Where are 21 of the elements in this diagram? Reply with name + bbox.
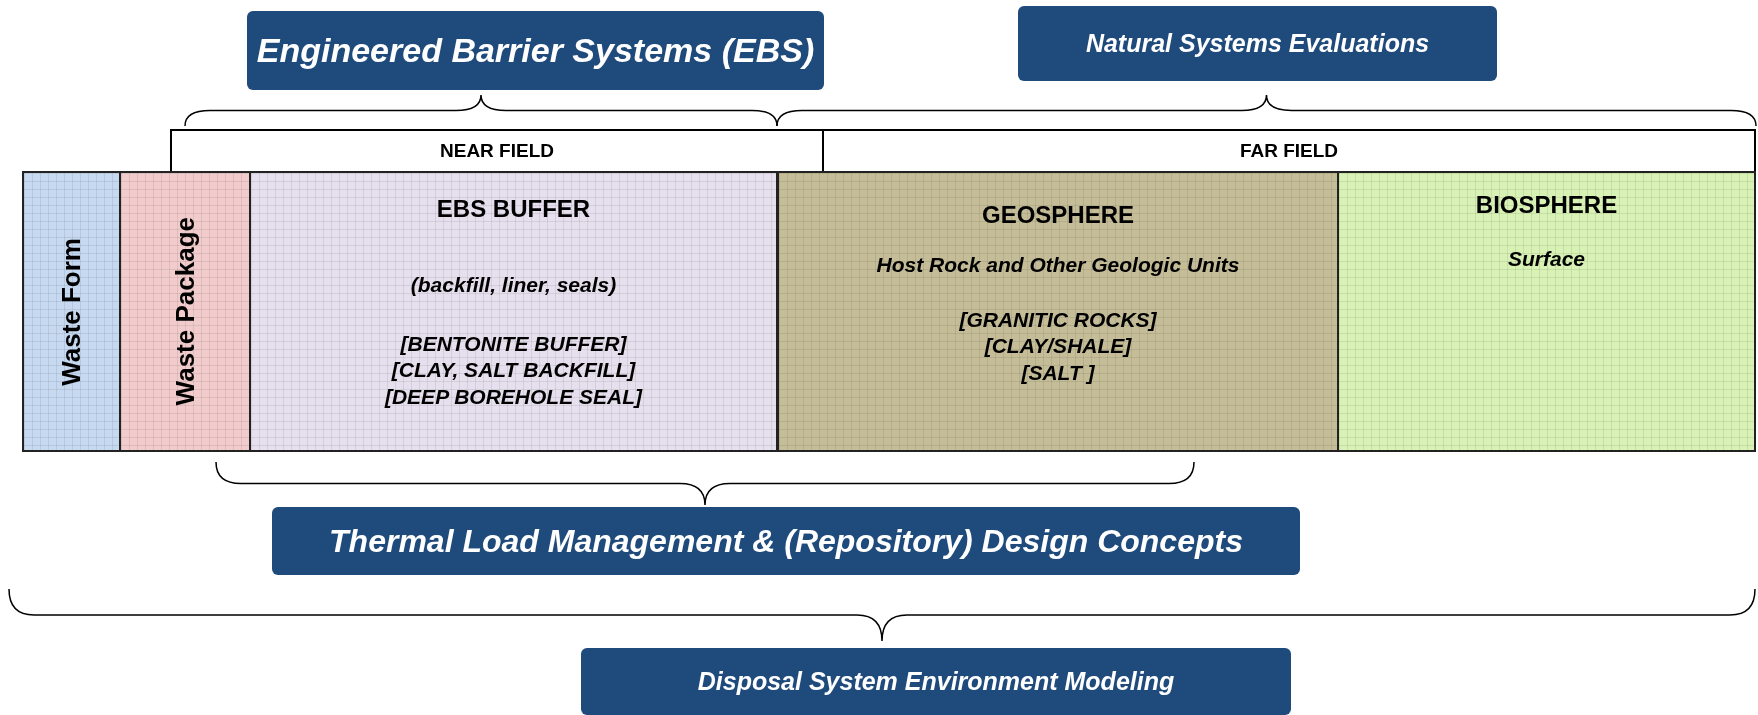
zone-title: GEOSPHERE: [981, 201, 1134, 229]
heading-box: Engineered Barrier Systems (EBS): [247, 11, 824, 90]
zone-subtitle: (backfill, liner, seals): [410, 273, 617, 297]
heading-box: Natural Systems Evaluations: [1018, 6, 1497, 81]
zone-title: Waste Form: [56, 237, 87, 386]
zone-title: Waste Package: [169, 217, 201, 406]
zone-panel: [119, 171, 251, 452]
zone-title: EBS BUFFER: [436, 195, 591, 223]
zone-panel: [249, 171, 778, 452]
heading-box: Disposal System Environment Modeling: [581, 648, 1291, 715]
example-list: [GRANITIC ROCKS] [CLAY/SHALE] [SALT ]: [959, 307, 1157, 386]
zone-panel: [1337, 171, 1756, 452]
zone-panel: [22, 171, 121, 452]
example-list: [BENTONITE BUFFER] [CLAY, SALT BACKFILL] [DEEP BOREHOLE SEAL]: [384, 331, 643, 410]
zone-subtitle: Host Rock and Other Geologic Units: [876, 253, 1240, 277]
zone-panel: [777, 171, 1339, 452]
zone-title: BIOSPHERE: [1475, 191, 1618, 219]
field-band: NEAR FIELD: [170, 129, 824, 173]
field-band: FAR FIELD: [822, 129, 1756, 173]
zone-subtitle: Surface: [1507, 247, 1585, 271]
heading-box: Thermal Load Management & (Repository) Design Concepts: [272, 507, 1300, 575]
